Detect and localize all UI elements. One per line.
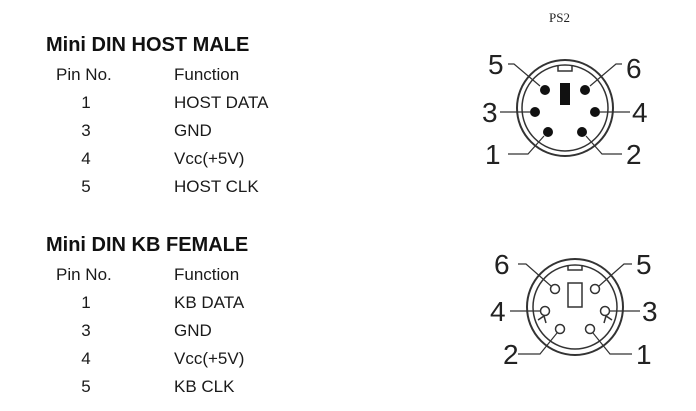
pin-function: KB CLK xyxy=(174,377,235,396)
pin-number: 1 xyxy=(81,93,91,112)
center-key xyxy=(560,83,570,105)
connector-key-notch xyxy=(567,265,583,271)
table-header: Pin No. Function xyxy=(46,265,346,293)
pin-function: HOST DATA xyxy=(174,93,269,112)
function-header: Function xyxy=(174,65,240,84)
pin-label-5: 5 xyxy=(488,49,504,80)
table-row: 3 GND xyxy=(46,321,346,349)
table-row: 1 KB DATA xyxy=(46,293,346,321)
pin-6-dot xyxy=(580,85,590,95)
pin-label-4: 4 xyxy=(632,97,648,128)
table-row: 5 HOST CLK xyxy=(46,177,346,205)
center-key xyxy=(567,282,583,308)
pin-no-header: Pin No. xyxy=(56,65,112,84)
host-male-title: Mini DIN HOST MALE xyxy=(46,34,250,56)
pin-label-5: 5 xyxy=(636,249,652,280)
pin-label-6: 6 xyxy=(494,249,510,280)
kb-female-connector-diagram: 6 5 4 3 2 1 xyxy=(490,249,658,370)
leader-6 xyxy=(589,63,622,87)
connector-key-notch xyxy=(557,65,573,72)
pin-label-1: 1 xyxy=(485,139,501,170)
pin-number: 3 xyxy=(81,321,91,340)
pin-function: Vcc(+5V) xyxy=(174,149,245,168)
ps2-caption: PS2 xyxy=(549,10,570,25)
table-row: 4 Vcc(+5V) xyxy=(46,349,346,377)
host-male-pin-table: Mini DIN HOST MALE Pin No. Function 1 HO… xyxy=(46,34,346,205)
pin-label-1: 1 xyxy=(636,339,652,370)
kb-female-title: Mini DIN KB FEMALE xyxy=(46,234,249,256)
table-row: 4 Vcc(+5V) xyxy=(46,149,346,177)
leader-1 xyxy=(508,135,545,155)
pin-number: 3 xyxy=(81,121,91,140)
pin-no-header: Pin No. xyxy=(56,265,112,284)
pin-function: Vcc(+5V) xyxy=(174,349,245,368)
pin-function: GND xyxy=(174,321,212,340)
kb-female-pin-table: Mini DIN KB FEMALE Pin No. Function 1 KB… xyxy=(46,234,346,405)
pin-label-4: 4 xyxy=(490,296,506,327)
pin-label-6: 6 xyxy=(626,53,642,84)
pin-number: 5 xyxy=(81,177,91,196)
leader-2 xyxy=(585,135,622,155)
pin-6-hole xyxy=(549,283,561,295)
pin-2-hole xyxy=(554,323,566,335)
pin-4-dot xyxy=(590,107,600,117)
pin-function: GND xyxy=(174,121,212,140)
table-row: 1 HOST DATA xyxy=(46,93,346,121)
connector-inner-ring xyxy=(532,264,618,350)
pin-2-dot xyxy=(577,127,587,137)
left-guide-notch xyxy=(537,314,547,324)
connector-outer-ring xyxy=(526,258,624,356)
pin-label-3: 3 xyxy=(642,296,658,327)
host-male-connector-diagram: 5 6 3 4 1 2 xyxy=(482,49,648,170)
table-row: 5 KB CLK xyxy=(46,377,346,405)
table-row: 3 GND xyxy=(46,121,346,149)
function-header: Function xyxy=(174,265,240,284)
leader-5 xyxy=(598,263,632,287)
pin-number: 1 xyxy=(81,293,91,312)
pin-label-2: 2 xyxy=(503,339,519,370)
leader-6 xyxy=(518,263,552,287)
pin-5-hole xyxy=(589,283,601,295)
leader-5 xyxy=(508,63,541,87)
pin-number: 4 xyxy=(81,349,91,368)
table-header: Pin No. Function xyxy=(46,65,346,93)
leader-1 xyxy=(592,332,632,355)
pin-number: 5 xyxy=(81,377,91,396)
pin-1-dot xyxy=(543,127,553,137)
pin-3-hole xyxy=(599,305,611,317)
pin-label-2: 2 xyxy=(626,139,642,170)
connector-inner-ring xyxy=(521,64,609,152)
connector-outer-ring xyxy=(516,59,614,157)
pin-function: KB DATA xyxy=(174,293,245,312)
pin-4-hole xyxy=(539,305,551,317)
pin-function: HOST CLK xyxy=(174,177,259,196)
pin-5-dot xyxy=(540,85,550,95)
pin-number: 4 xyxy=(81,149,91,168)
pin-3-dot xyxy=(530,107,540,117)
right-guide-notch xyxy=(603,314,613,324)
pin-1-hole xyxy=(584,323,596,335)
pin-label-3: 3 xyxy=(482,97,498,128)
leader-2 xyxy=(518,332,558,355)
